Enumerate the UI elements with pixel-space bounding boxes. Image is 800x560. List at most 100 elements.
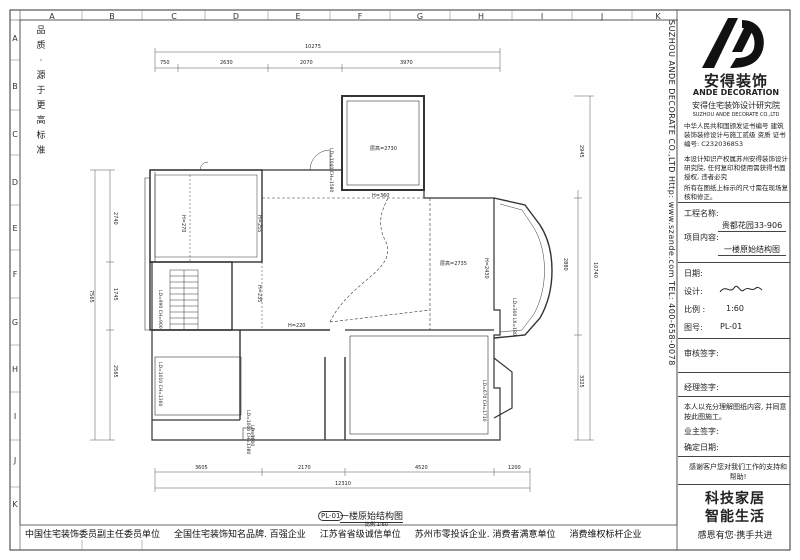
honor-item: 苏州市零投诉企业. 消费者满意单位 — [414, 530, 556, 540]
cert-text: 中华人民共和国颁发证书编号 建筑装饰装修设计与施工贰级 资质 证书编号: C23… — [684, 122, 786, 148]
grid-row-h: H — [11, 365, 18, 374]
window-label: LD=1000 CH=1380 — [245, 410, 250, 455]
grid-row-a: A — [12, 34, 18, 43]
confirm-text: 本人以充分理解图纸内容, 并同意按此图施工。 — [684, 403, 787, 421]
motto-char: 高 — [36, 116, 46, 126]
thanks-text: 感谢客户您对我们工作的支持和帮助! — [689, 463, 787, 481]
dim-top-0: 750 — [160, 60, 170, 66]
motto-char: · — [39, 56, 43, 66]
content-label: 项目内容: — [684, 233, 719, 242]
room-top-height: 层高=2730 — [370, 146, 397, 152]
beam-label: H=235 — [256, 285, 262, 303]
grid-row-g: G — [11, 318, 19, 327]
grid-col-f: F — [357, 12, 363, 21]
beam-label: H=220 — [288, 323, 306, 329]
grid-row-b: B — [12, 82, 18, 91]
window-label: LD=990 CH=900 — [157, 290, 162, 329]
copyright-text: 本设计知识产权属苏州安得装饰设计研究院, 任何复印和使用需获得书面授权, 违者必… — [684, 155, 788, 181]
manager-label: 经理签字: — [684, 383, 719, 392]
plan-title: 一楼原始结构图 — [340, 509, 404, 523]
grid-row-j: J — [13, 456, 17, 465]
dim-right-mid-0: 2880 — [562, 258, 568, 271]
beam-label: H=270 — [180, 215, 186, 233]
grid-col-i: I — [540, 12, 544, 21]
logo-en: ANDE DECORATION — [692, 88, 780, 97]
grid-row-f: F — [12, 270, 18, 279]
window-label: LD=300 LX=180 — [511, 298, 516, 336]
left-motto: 品 质 · 源 于 更 高 标 准 — [34, 24, 48, 159]
project-label: 工程名称: — [684, 209, 719, 218]
grid-col-c: C — [171, 12, 177, 21]
dim-top-1: 2630 — [220, 60, 233, 66]
drawing-no-value: PL-01 — [720, 322, 743, 331]
window-label: LD=1000 — [249, 425, 254, 447]
grid-col-h: H — [477, 12, 484, 21]
scale-value: 1:60 — [726, 304, 744, 313]
company-vertical-strip: SUZHOU ANDE DECORATE CO.,LTD Http: www.s… — [667, 20, 676, 366]
grid-col-d: D — [232, 12, 240, 21]
dim-right-mid-1: 10740 — [592, 262, 598, 278]
window-label: LD=1040 CH=1580 — [328, 148, 333, 193]
grid-col-k: K — [655, 12, 661, 21]
motto-char: 质 — [36, 41, 46, 51]
window-label: LD=670 CH=1710 — [481, 380, 486, 422]
design-label: 设计: — [684, 287, 703, 296]
dim-bottom-total: 12310 — [335, 481, 351, 487]
dim-left-0: 7565 — [88, 290, 94, 303]
grid-col-b: B — [109, 12, 115, 21]
dims-note: 所有在图纸上标示的尺寸需在现场复核和修正。 — [684, 184, 788, 201]
institute-name: 安得住宅装饰设计研究院 — [692, 101, 780, 110]
beam-label: H=2430 — [483, 258, 489, 279]
dim-top-total: 10275 — [305, 44, 321, 50]
honor-item: 中国住宅装饰委员副主任委员单位 — [25, 530, 161, 540]
honor-item: 全国住宅装饰知名品牌. 百强企业 — [174, 530, 306, 540]
window-label: LD=1010 CH=1360 — [157, 362, 162, 407]
logo-cn: 安得装饰 — [703, 72, 768, 90]
grid-row-k: K — [12, 500, 18, 509]
beam-label: H=255 — [256, 215, 262, 233]
plan-scale: 比例 1:60 — [365, 522, 388, 528]
dim-bottom-1: 2170 — [298, 465, 311, 471]
drawing-no-label: 图号: — [684, 323, 703, 332]
honor-item: 江苏省省级诚信单位 — [319, 530, 401, 540]
review-label: 审核签字: — [684, 349, 719, 358]
owner-label: 业主签字: — [684, 427, 719, 436]
dim-right-upper: 2945 — [578, 145, 584, 158]
dim-bottom-2: 4520 — [415, 465, 428, 471]
confirm-time-label: 确定日期: — [684, 443, 719, 452]
room-mid-height: 层高=2735 — [440, 261, 467, 267]
designer-signature-icon — [719, 285, 763, 293]
grid-row-e: E — [12, 224, 18, 233]
date-label: 日期: — [684, 269, 703, 278]
scale-label: 比例 : — [684, 305, 706, 314]
honor-item: 消费维权标杆企业 — [569, 530, 642, 540]
drawing-tag: PL-01 — [318, 511, 344, 521]
motto-char: 源 — [36, 71, 46, 81]
motto-char: 标 — [36, 131, 46, 141]
motto-char: 准 — [36, 146, 46, 156]
dim-bottom-3: 1200 — [508, 465, 521, 471]
dim-left-upper: 2740 — [112, 212, 118, 225]
dim-left-2: 2565 — [112, 365, 118, 378]
honors-strip: 中国住宅装饰委员副主任委员单位 全国住宅装饰知名品牌. 百强企业 江苏省省级诚信… — [25, 527, 675, 541]
company-en: SUZHOU ANDE DECORATE CO.,LTD — [692, 112, 780, 118]
dim-top-2: 2070 — [300, 60, 313, 66]
ande-logo-icon — [702, 18, 764, 68]
motto-char: 品 — [36, 26, 46, 36]
dim-left-1: 1745 — [112, 288, 118, 301]
grid-col-g: G — [416, 12, 424, 21]
grid-row-d: D — [11, 178, 19, 187]
floor-plan — [144, 95, 553, 441]
title-block: 安得装饰 ANDE DECORATION 安得住宅装饰设计研究院 SUZHOU … — [678, 10, 790, 550]
grid-col-j: J — [600, 12, 604, 21]
slogan-2: 智能生活 — [705, 509, 765, 525]
grid-col-a: A — [49, 12, 55, 21]
grid-row-c: C — [12, 130, 18, 139]
beam-label: H=360 — [372, 193, 390, 199]
dim-top-3: 3970 — [400, 60, 413, 66]
motto-char: 于 — [36, 86, 46, 96]
grid-col-e: E — [295, 12, 301, 21]
project-value: 贵都花园33-906 — [718, 220, 786, 232]
dim-bottom-0: 3605 — [195, 465, 208, 471]
